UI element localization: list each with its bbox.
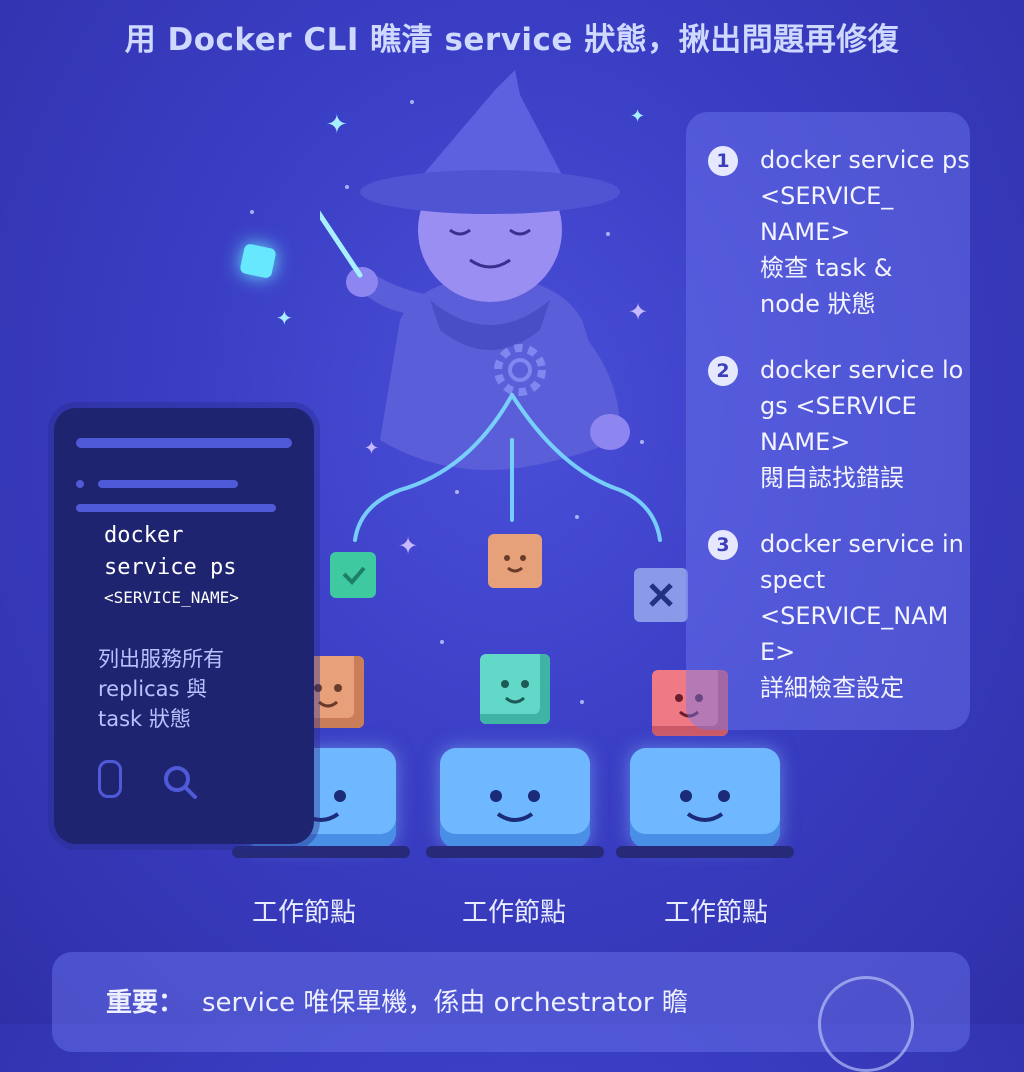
terminal-window: docker service ps <SERVICE_NAME> 列出服務所有 … — [54, 408, 314, 844]
orchestrator-icon — [818, 976, 914, 1072]
task-running — [488, 534, 542, 588]
connection-lines — [353, 393, 662, 542]
face-icon — [501, 680, 529, 704]
search-icon — [164, 766, 197, 799]
steps-panel: 1 docker service ps <SERVICE_ NAME> 檢查 t… — [686, 112, 970, 730]
step-text: docker service ps <SERVICE_ NAME> 檢查 tas… — [760, 146, 970, 318]
terminal-command: docker service ps — [104, 523, 237, 580]
checkmark-icon — [342, 566, 366, 585]
sparkle-icon: ✦ — [398, 532, 419, 560]
task-cube — [652, 670, 728, 736]
terminal-argument: <SERVICE_NAME> — [104, 588, 239, 607]
face-icon — [504, 555, 526, 573]
task-cube — [480, 654, 550, 724]
node-label: 工作節點 — [461, 898, 566, 928]
step-number: 3 — [708, 530, 738, 560]
task-ok — [330, 552, 376, 598]
step-text: docker service logs <SERVICE NAME> 閱自誌找錯… — [760, 356, 964, 492]
step-number: 2 — [708, 356, 738, 386]
task-failed — [634, 568, 688, 622]
gear-icon — [494, 344, 546, 396]
terminal-titlebar — [76, 438, 292, 448]
page-title: 用 Docker CLI 瞧清 service 狀態，揪出問題再修復 — [124, 22, 900, 58]
step-number: 1 — [708, 146, 738, 176]
note-panel: 重要： service 唯保單機，係由 orchestrator 瞻 — [52, 952, 970, 1072]
note-label: 重要： — [106, 988, 185, 1018]
note-text: service 唯保單機，係由 orchestrator 瞻 — [202, 988, 688, 1018]
face-icon — [675, 694, 703, 718]
worker-node — [616, 748, 794, 858]
close-icon — [649, 583, 673, 607]
wizard-illustration — [320, 70, 630, 470]
lock-icon — [98, 760, 122, 798]
sparkle-icon: ✦ — [630, 106, 646, 127]
worker-node — [426, 748, 604, 858]
sparkle-icon: ✦ — [628, 298, 649, 326]
sparkle-icon: ✦ — [276, 306, 293, 330]
sparkle-icon: ✦ — [326, 110, 348, 140]
terminal-description: 列出服務所有 replicas 與 task 狀態 — [98, 647, 224, 731]
face-icon — [314, 684, 342, 708]
node-label: 工作節點 — [251, 898, 356, 928]
step-text: docker service inspect <SERVICE_NAM E> 詳… — [760, 530, 964, 702]
sparkle-icon: ✦ — [364, 438, 380, 459]
node-label: 工作節點 — [663, 898, 768, 928]
